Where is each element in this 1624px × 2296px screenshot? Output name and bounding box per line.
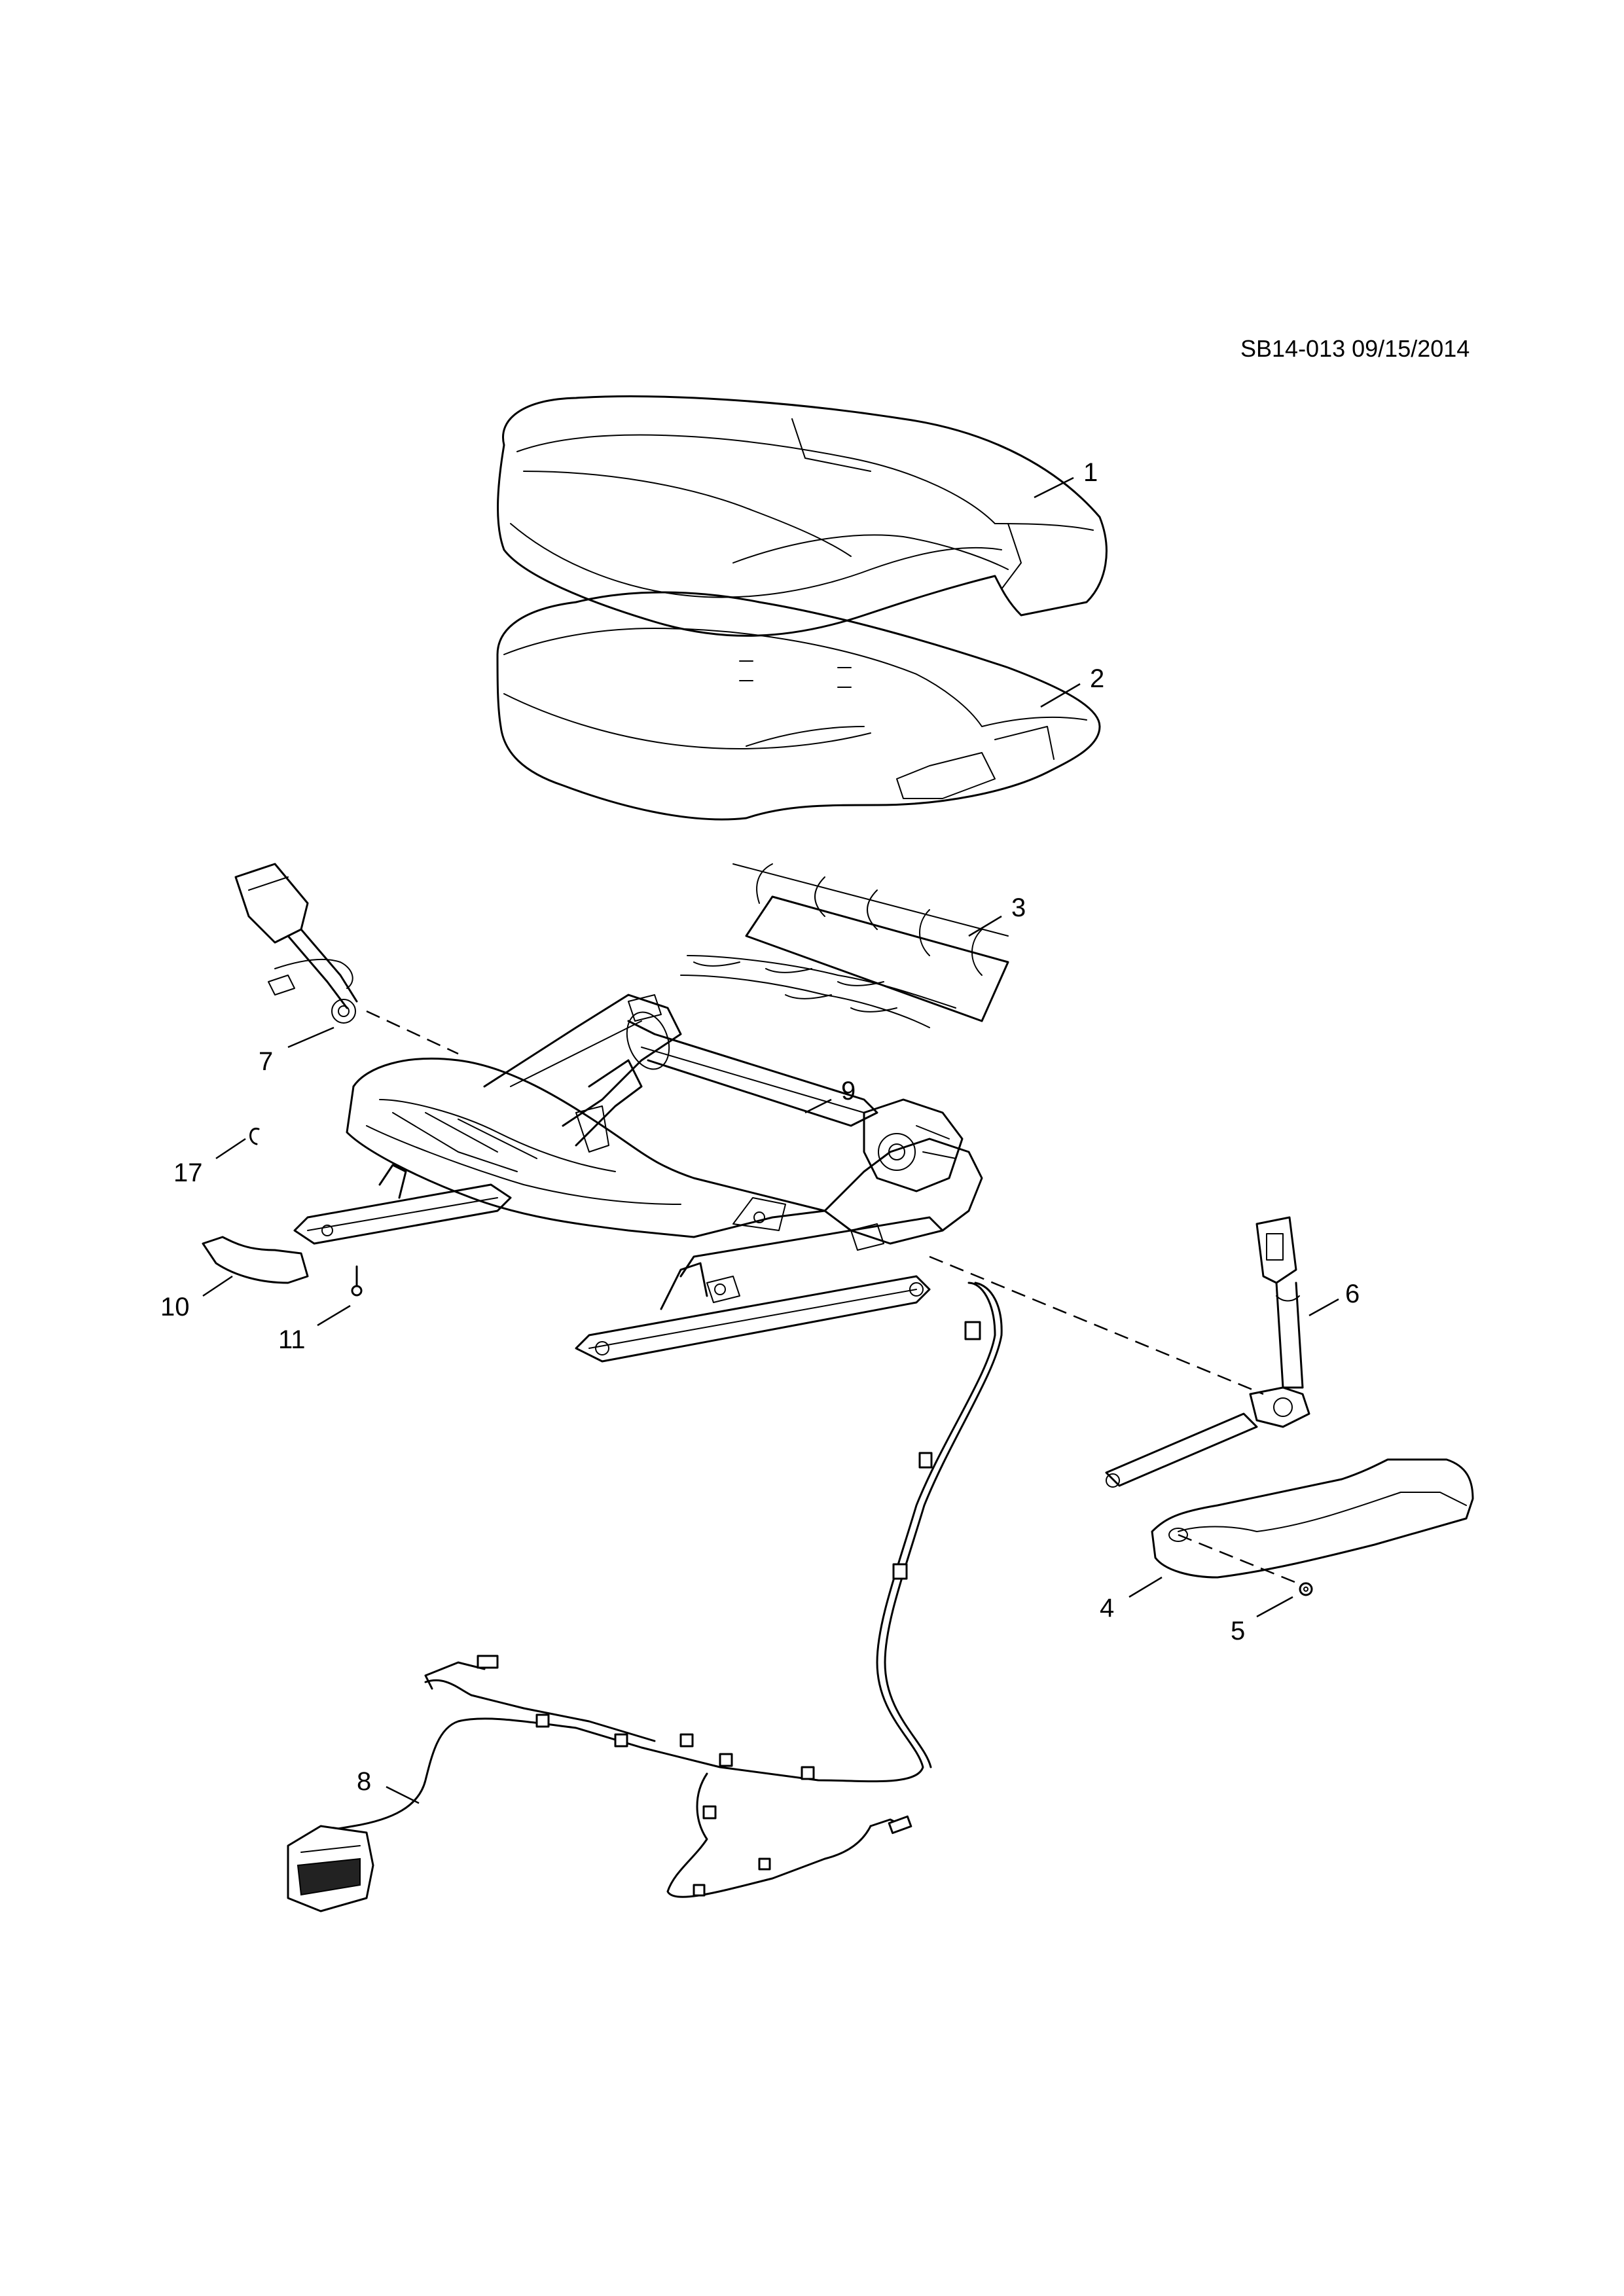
callout-6: 6 — [1345, 1280, 1360, 1308]
leader-1 — [1034, 476, 1074, 499]
belt-anchor-part-6 — [1105, 1216, 1310, 1488]
leader-3 — [968, 915, 1002, 937]
leader-10 — [202, 1275, 233, 1297]
callout-8: 8 — [357, 1767, 371, 1796]
belt-buckle-part-7 — [234, 863, 358, 1024]
alignment-line-anchor — [929, 1255, 1264, 1395]
wiring-harness-part-8 — [287, 1282, 1003, 1912]
leader-11 — [317, 1304, 351, 1327]
callout-3: 3 — [1011, 893, 1026, 922]
leader-9 — [804, 1098, 832, 1114]
callout-5: 5 — [1231, 1617, 1245, 1645]
callout-7: 7 — [259, 1047, 273, 1076]
document-reference: SB14-013 09/15/2014 — [1240, 335, 1470, 362]
seat-pad-part-2 — [496, 591, 1101, 821]
leader-4 — [1128, 1576, 1163, 1598]
callout-1: 1 — [1083, 458, 1098, 487]
screw-part-11 — [351, 1265, 363, 1297]
callout-10: 10 — [160, 1293, 190, 1321]
leader-7 — [287, 1026, 334, 1049]
callout-2: 2 — [1090, 664, 1104, 693]
trim-cover-part-10 — [202, 1236, 309, 1284]
alignment-line-buckle — [366, 1010, 459, 1055]
leader-5 — [1256, 1596, 1293, 1618]
leader-6 — [1308, 1298, 1339, 1317]
screw-part-5 — [1299, 1582, 1313, 1596]
leader-2 — [1040, 683, 1081, 708]
callout-17: 17 — [173, 1158, 203, 1187]
clip-part-17 — [249, 1127, 260, 1145]
callout-4: 4 — [1100, 1594, 1114, 1623]
callout-9: 9 — [841, 1077, 856, 1105]
seat-cover-part-1 — [497, 395, 1108, 637]
spring-mat-part-3 — [680, 863, 1009, 1028]
side-shield-part-4 — [1151, 1458, 1474, 1579]
leader-17 — [215, 1138, 246, 1160]
callout-11: 11 — [278, 1325, 306, 1354]
seat-frame-part-9 — [293, 994, 983, 1363]
leader-8 — [386, 1785, 420, 1804]
